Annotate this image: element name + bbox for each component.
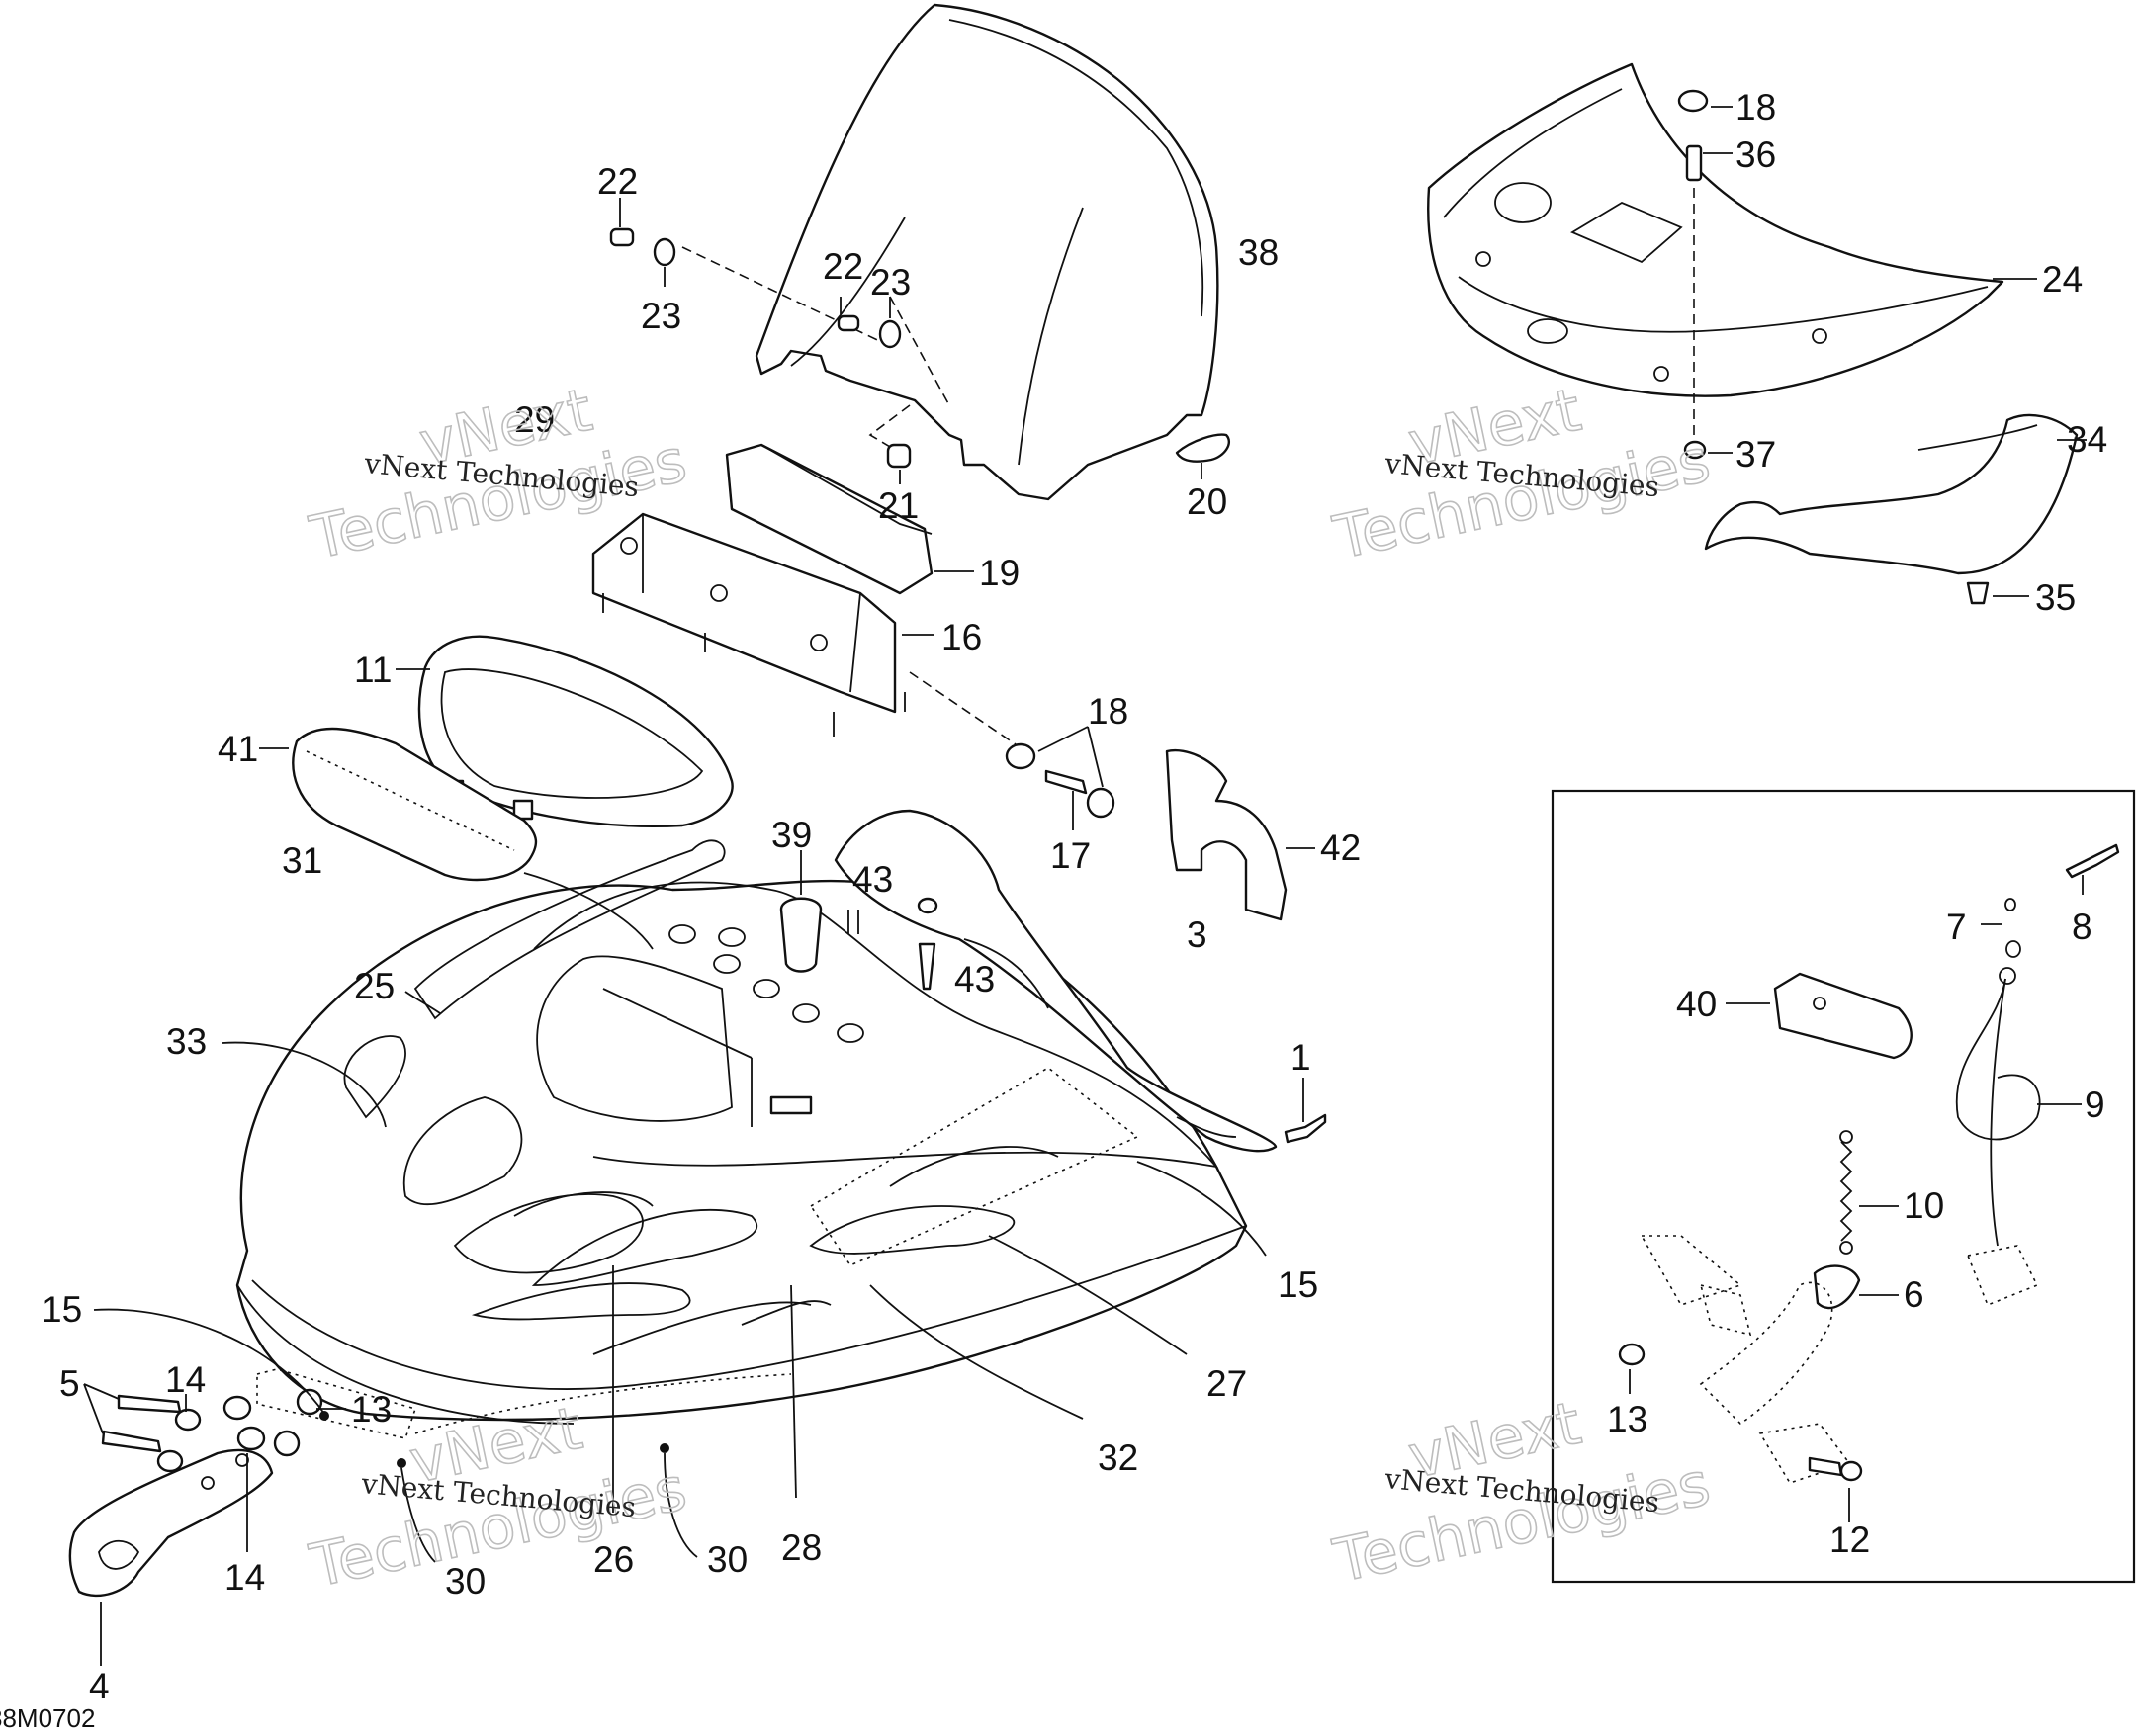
callout-23-mid: 23 [870, 262, 911, 303]
callout-11: 11 [354, 650, 392, 690]
callout-3: 3 [1187, 914, 1207, 955]
callout-19: 19 [979, 553, 1020, 593]
callout-8: 8 [2072, 907, 2092, 947]
callout-25: 25 [354, 966, 395, 1006]
callout-42: 42 [1320, 827, 1361, 868]
callout-5: 5 [59, 1363, 80, 1404]
callout-23-left: 23 [641, 296, 681, 336]
callout-40: 40 [1676, 984, 1717, 1024]
console-16 [591, 512, 906, 737]
callout-37: 37 [1736, 434, 1776, 475]
belly-pan-24 [1427, 62, 2004, 397]
callout-38: 38 [1238, 232, 1279, 273]
callout-31: 31 [282, 840, 322, 881]
callout-4: 4 [89, 1666, 110, 1706]
callout-7: 7 [1946, 907, 1967, 947]
callout-12: 12 [1829, 1519, 1870, 1560]
callout-15-right: 15 [1278, 1264, 1318, 1305]
rivet-1 [1284, 1113, 1327, 1144]
callout-10: 10 [1904, 1185, 1944, 1226]
hood-body-25 [235, 839, 1248, 1468]
callout-labels: 1 3 4 5 6 7 8 9 10 11 12 13 13 14 14 15 … [42, 87, 2107, 1706]
callout-20: 20 [1187, 481, 1227, 522]
handle-3 [834, 809, 1278, 1153]
callout-18-right: 18 [1736, 87, 1776, 128]
callout-27: 27 [1206, 1363, 1247, 1404]
callout-22-left: 22 [597, 161, 638, 202]
callout-18-mid: 18 [1088, 691, 1128, 732]
callout-21: 21 [878, 485, 919, 526]
callout-13-inset: 13 [1607, 1399, 1647, 1439]
fasteners-43 [847, 897, 938, 991]
bumper-34 [1704, 413, 2079, 575]
callout-17: 17 [1050, 835, 1091, 876]
watermark-top-right: vNext Technologies vNext Technologies [1327, 375, 1717, 574]
callout-15-left: 15 [42, 1289, 82, 1330]
callout-24: 24 [2042, 259, 2083, 300]
pad-19 [725, 443, 934, 595]
leader-lines [93, 872, 1267, 1563]
callout-28: 28 [781, 1527, 822, 1568]
callout-34: 34 [2067, 419, 2107, 460]
callout-14-top: 14 [165, 1359, 206, 1400]
callout-26: 26 [593, 1539, 634, 1580]
callout-35: 35 [2035, 577, 2076, 618]
support-41 [292, 727, 538, 882]
drawing-code: 88M0702 [0, 1703, 95, 1733]
callout-43-top: 43 [852, 859, 893, 900]
callout-29: 29 [514, 399, 555, 440]
watermark-bottom-right: vNext Technologies vNext Technologies [1327, 1388, 1717, 1598]
callout-33: 33 [166, 1021, 207, 1062]
windshield [681, 3, 1219, 501]
callout-13-left: 13 [351, 1389, 392, 1430]
hardware-22-23 [609, 198, 912, 484]
callout-30-right: 30 [707, 1539, 748, 1580]
screw-35 [1966, 581, 2029, 605]
callout-39: 39 [771, 815, 812, 855]
part-20 [1175, 433, 1231, 463]
callout-6: 6 [1904, 1274, 1924, 1315]
callout-22-mid: 22 [823, 246, 863, 287]
callout-14-bottom: 14 [224, 1557, 265, 1598]
callout-32: 32 [1098, 1437, 1138, 1478]
callout-9: 9 [2085, 1085, 2105, 1125]
bracket-42 [1165, 748, 1288, 921]
callout-36: 36 [1736, 134, 1776, 175]
inset-frame [1551, 789, 2136, 1584]
callout-1: 1 [1290, 1037, 1311, 1078]
tow-bracket-4 [68, 1448, 274, 1666]
bolts-5 [83, 1383, 346, 1552]
callout-43-bottom: 43 [954, 959, 995, 999]
bushing-39 [779, 850, 823, 973]
bolt-17-caps-18 [1005, 726, 1115, 830]
fasteners-18-36-37 [1677, 89, 1733, 460]
callout-41: 41 [218, 729, 258, 769]
inset-parts [1618, 843, 2120, 1522]
callout-30-left: 30 [445, 1561, 486, 1602]
callout-16: 16 [941, 617, 982, 657]
